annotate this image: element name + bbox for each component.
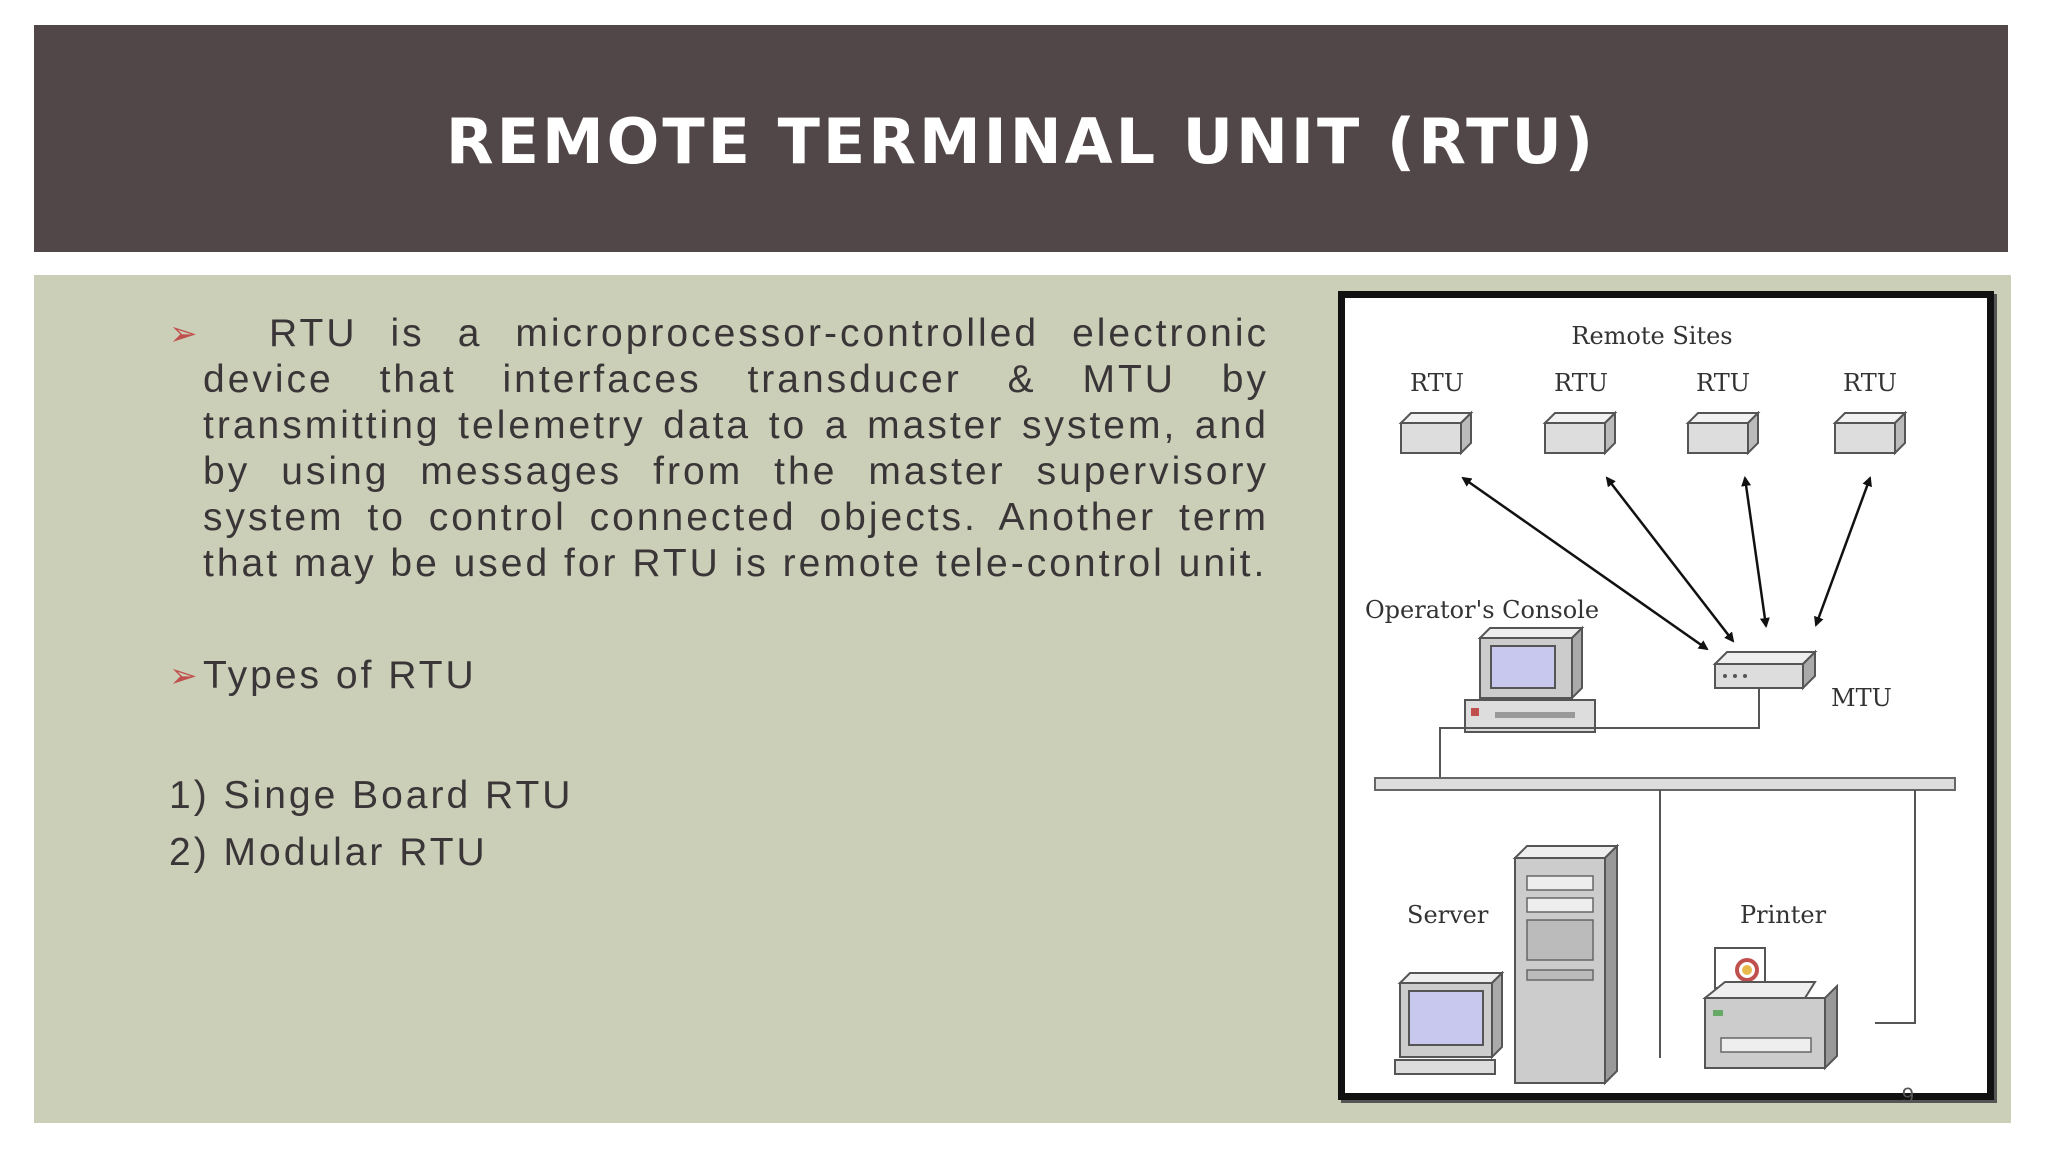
link-arrow — [1814, 476, 1872, 627]
bullet-definition: ➢ RTU is a microprocessor-controlled ele… — [169, 311, 1269, 587]
content-panel: ➢ RTU is a microprocessor-controlled ele… — [34, 275, 2011, 1123]
operator-console-label: Operator's Console — [1365, 596, 1599, 624]
network-link — [1875, 790, 1916, 1024]
mtu-device-icon — [1712, 649, 1818, 691]
printer-icon — [1702, 947, 1838, 1071]
mtu-label: MTU — [1831, 684, 1892, 712]
title-bar: REMOTE TERMINAL UNIT (RTU) — [34, 25, 2008, 252]
network-bus — [1374, 777, 1956, 791]
rtu-device-icon — [1834, 412, 1906, 454]
rtu-label: RTU — [1554, 369, 1608, 397]
type-item: 2) Modular RTU — [169, 831, 488, 874]
types-heading: Types of RTU — [203, 654, 477, 697]
bullet-types: ➢ Types of RTU — [169, 653, 1269, 699]
rtu-label: RTU — [1696, 369, 1750, 397]
server-tower-icon — [1512, 843, 1620, 1086]
link-arrow — [1605, 476, 1735, 643]
server-label: Server — [1407, 901, 1489, 929]
arrow-bullet-icon: ➢ — [169, 315, 198, 353]
link-arrow — [1741, 476, 1770, 628]
rtu-label: RTU — [1410, 369, 1464, 397]
page-number: 9 — [1901, 1083, 1914, 1108]
types-list: 1) Singe Board RTU 2) Modular RTU — [169, 767, 1269, 881]
rtu-network-diagram: Remote Sites RTU RTU RTU RTU Operator's … — [1338, 291, 1994, 1100]
slide-title: REMOTE TERMINAL UNIT (RTU) — [445, 105, 1597, 178]
text-area: ➢ RTU is a microprocessor-controlled ele… — [169, 311, 1269, 881]
rtu-device-icon — [1687, 412, 1759, 454]
diagram-svg: Remote Sites RTU RTU RTU RTU Operator's … — [1365, 322, 1956, 1086]
type-item: 1) Singe Board RTU — [169, 774, 574, 817]
rtu-device-icon — [1400, 412, 1472, 454]
printer-label: Printer — [1740, 901, 1827, 929]
arrow-bullet-icon: ➢ — [169, 657, 198, 695]
definition-text: RTU is a microprocessor-controlled elect… — [203, 312, 1269, 585]
server-monitor-icon — [1394, 970, 1505, 1075]
rtu-label: RTU — [1843, 369, 1897, 397]
rtu-device-icon — [1544, 412, 1616, 454]
operator-console-icon — [1464, 625, 1596, 733]
remote-sites-label: Remote Sites — [1571, 322, 1732, 350]
